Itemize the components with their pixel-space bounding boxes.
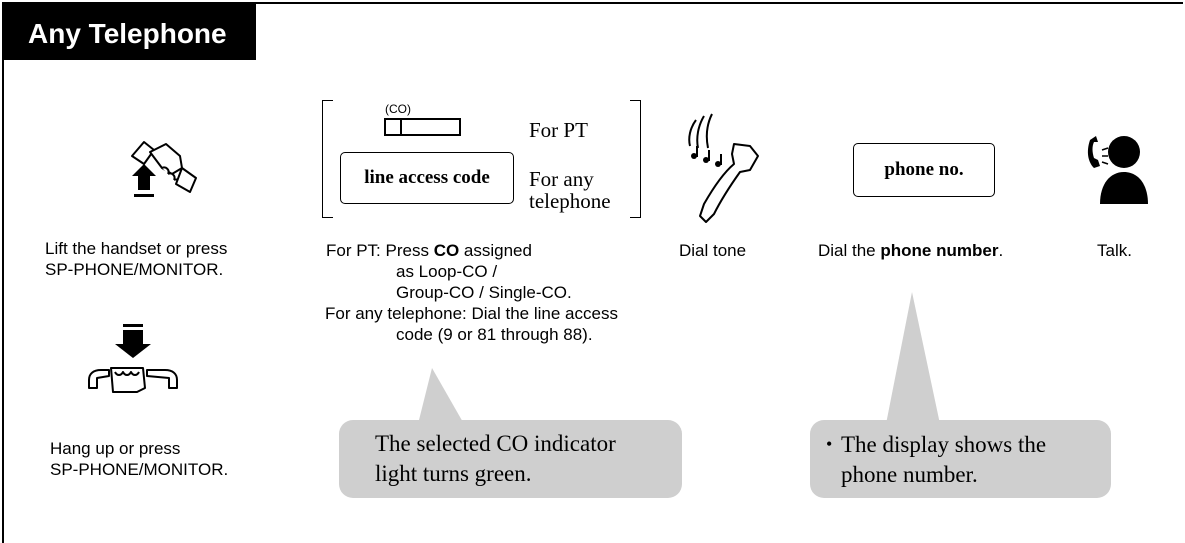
line-access-code-text: line access code: [364, 167, 490, 188]
off-hook-handset-icon: [131, 141, 197, 197]
talk-label: Talk.: [1097, 241, 1132, 260]
dial-tone-handset-icon: [688, 113, 759, 223]
frame-top-border: [2, 2, 1183, 4]
for-pt-label: For PT: [529, 118, 588, 142]
dial-tone-label: Dial tone: [679, 241, 747, 260]
display-callout: • The display shows the phone number.: [810, 420, 1111, 498]
left-bracket: [322, 100, 333, 218]
talk-person-icon: [1087, 136, 1148, 204]
phone-number-box: phone no.: [853, 143, 995, 197]
page-title: Any Telephone: [28, 18, 227, 49]
co-desc-line5: code (9 or 81 through 88).: [396, 325, 593, 344]
co-button-key: [384, 118, 461, 136]
co-light-callout-line2: light turns green.: [375, 461, 532, 486]
co-desc-line2: as Loop-CO /: [396, 262, 498, 281]
display-callout-line1: The display shows the: [841, 432, 1047, 457]
phone-number-box-text: phone no.: [884, 159, 964, 180]
co-key-label: (CO): [385, 102, 411, 116]
co-desc-line1: For PT: Press CO assigned: [326, 241, 532, 260]
bullet: •: [826, 434, 833, 454]
on-hook-handset-icon: [88, 324, 178, 393]
hangup-instruction-line2: SP-PHONE/MONITOR.: [50, 460, 229, 479]
co-desc-line4: For any telephone: Dial the line access: [325, 304, 618, 323]
frame-left-border: [2, 2, 4, 543]
lift-instruction-line1: Lift the handset or press: [45, 239, 228, 258]
for-any-label-line1: For any: [529, 167, 594, 191]
co-light-callout-line1: The selected CO indicator: [375, 431, 616, 456]
lift-instruction-line2: SP-PHONE/MONITOR.: [45, 260, 224, 279]
title-tab: Any Telephone: [2, 2, 256, 60]
hangup-instruction-line1: Hang up or press: [50, 439, 181, 458]
right-bracket: [630, 100, 641, 218]
for-any-label-line2: telephone: [529, 189, 611, 213]
co-light-callout: The selected CO indicator light turns gr…: [339, 420, 682, 498]
line-access-code-box: line access code: [340, 152, 514, 204]
display-callout-line2: phone number.: [841, 462, 978, 487]
dial-phone-number-instruction: Dial the phone number.: [818, 241, 1004, 260]
co-desc-line3: Group-CO / Single-CO.: [396, 283, 572, 302]
